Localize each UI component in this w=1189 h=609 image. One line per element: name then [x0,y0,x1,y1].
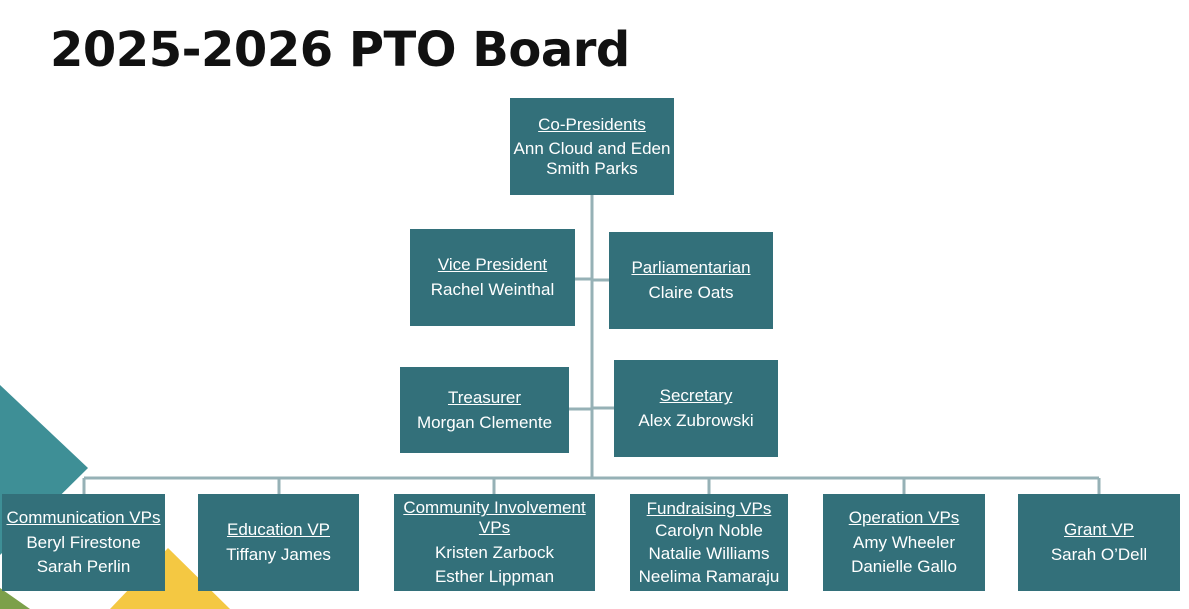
box-parliamentarian: Parliamentarian Claire Oats [609,232,773,329]
name-fundraising-3: Neelima Ramaraju [638,566,780,586]
page-title: 2025-2026 PTO Board [50,22,630,78]
role-co-presidents: Co-Presidents [538,114,646,134]
box-operation-vps: Operation VPs Amy Wheeler Danielle Gallo [823,494,985,591]
name-co-presidents-1: Ann Cloud and Eden [513,139,671,159]
box-co-presidents: Co-Presidents Ann Cloud and Eden Smith P… [510,98,674,195]
name-vice-president: Rachel Weinthal [430,280,555,299]
yellow-triangle-shape [110,548,230,609]
name-treasurer: Morgan Clemente [416,412,553,432]
name-communication-1: Beryl Firestone [26,532,141,552]
role-fundraising-vps: Fundraising VPs [646,498,772,518]
box-secretary: Secretary Alex Zubrowski [614,360,778,457]
name-parliamentarian: Claire Oats [648,283,734,302]
name-operation-1: Amy Wheeler [852,532,956,552]
role-education-vp: Education VP [226,520,330,540]
role-vice-president: Vice President [437,255,548,275]
name-community-2: Esther Lippman [434,567,555,587]
box-community-involvement-vps: Community Involvement VPs Kristen Zarboc… [394,494,595,591]
box-grant-vp: Grant VP Sarah O’Dell [1018,494,1180,591]
box-communication-vps: Communication VPs Beryl Firestone Sarah … [2,494,165,591]
name-education: Tiffany James [226,545,331,564]
name-fundraising-1: Carolyn Noble [655,521,763,541]
role-grant-vp: Grant VP [1064,520,1134,540]
role-operation-vps: Operation VPs [848,508,960,528]
box-education-vp: Education VP Tiffany James [198,494,359,591]
name-operation-2: Danielle Gallo [851,557,957,577]
role-community-involvement-vps: Community Involvement VPs [403,498,586,537]
name-communication-2: Sarah Perlin [36,557,131,577]
name-secretary: Alex Zubrowski [638,411,754,430]
box-treasurer: Treasurer Morgan Clemente [400,367,569,453]
role-secretary: Secretary [659,386,733,406]
name-fundraising-2: Natalie Williams [648,544,770,563]
role-treasurer: Treasurer [447,387,522,407]
name-community-1: Kristen Zarbock [434,542,555,562]
name-co-presidents-2: Smith Parks [546,158,638,178]
box-vice-president: Vice President Rachel Weinthal [410,229,575,326]
green-triangle-shape [0,588,30,609]
box-fundraising-vps: Fundraising VPs Carolyn Noble Natalie Wi… [630,494,788,591]
role-parliamentarian: Parliamentarian [631,258,751,278]
name-grant: Sarah O’Dell [1050,545,1148,564]
role-communication-vps: Communication VPs [6,508,161,528]
